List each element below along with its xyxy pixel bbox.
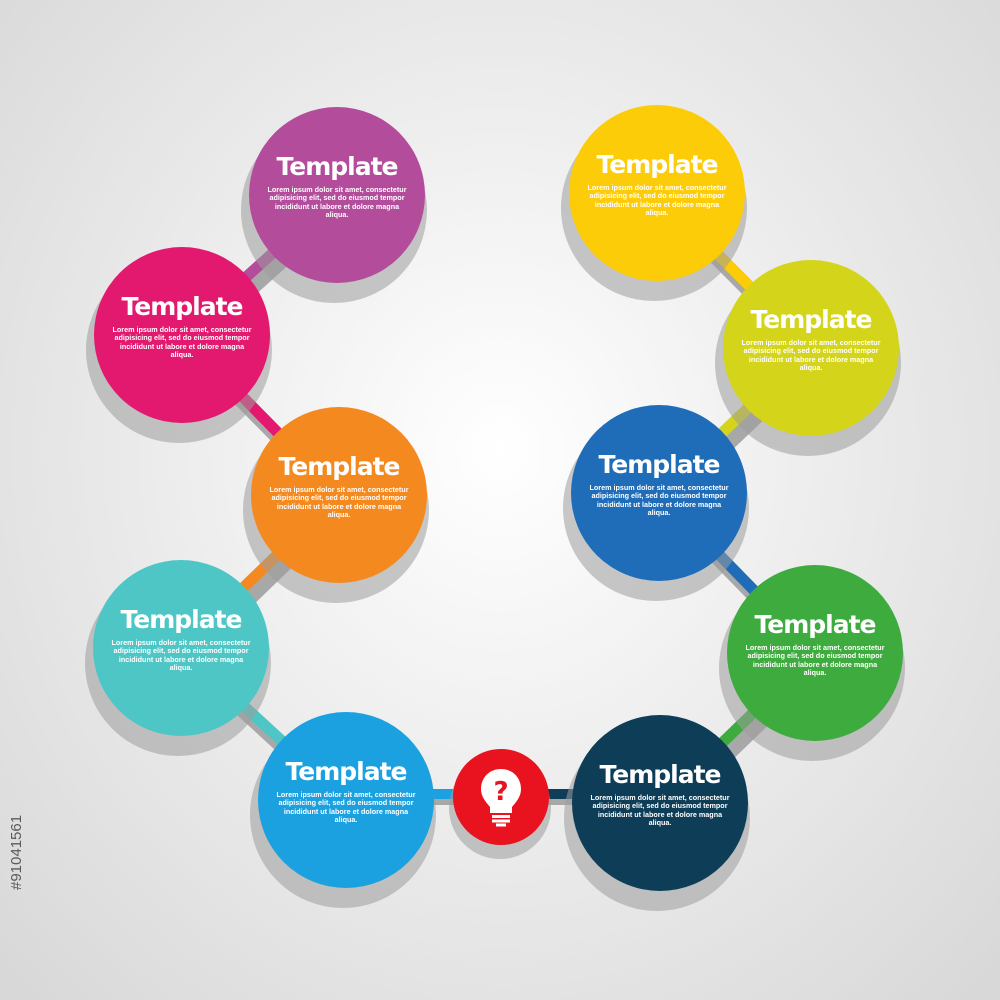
bubble-body-text: Lorem ipsum dolor sit amet, consectetur … [589, 482, 729, 517]
bubble-body-text: Lorem ipsum dolor sit amet, consectetur … [590, 792, 730, 827]
bubble-body-text: Lorem ipsum dolor sit amet, consectetur … [741, 337, 881, 372]
bubble-title: Template [596, 149, 719, 179]
bubble-body-text: Lorem ipsum dolor sit amet, consectetur … [112, 324, 252, 359]
question-mark: ? [493, 777, 508, 807]
bubble-title: Template [120, 604, 243, 634]
bubble-body-text: Lorem ipsum dolor sit amet, consectetur … [276, 789, 416, 824]
lightbulb-question-icon: ? [481, 769, 521, 827]
bubble-body-text: Lorem ipsum dolor sit amet, consectetur … [267, 184, 407, 219]
bubble-body-text: Lorem ipsum dolor sit amet, consectetur … [745, 642, 885, 677]
bubble-title: Template [278, 451, 401, 481]
bubble-title: Template [598, 449, 721, 479]
bubble-body-text: Lorem ipsum dolor sit amet, consectetur … [587, 182, 727, 217]
bubble-body-text: Lorem ipsum dolor sit amet, consectetur … [269, 484, 409, 519]
stock-id-text: #91041561 [8, 814, 25, 890]
bubble-title: Template [750, 304, 873, 334]
bubble-title: Template [276, 151, 399, 181]
bubble-title: Template [754, 609, 877, 639]
hub-circle: ? [453, 749, 549, 845]
bubble-title: Template [121, 291, 244, 321]
bubble-body-text: Lorem ipsum dolor sit amet, consectetur … [111, 637, 251, 672]
bubble-title: Template [285, 756, 408, 786]
bubble-title: Template [599, 759, 722, 789]
